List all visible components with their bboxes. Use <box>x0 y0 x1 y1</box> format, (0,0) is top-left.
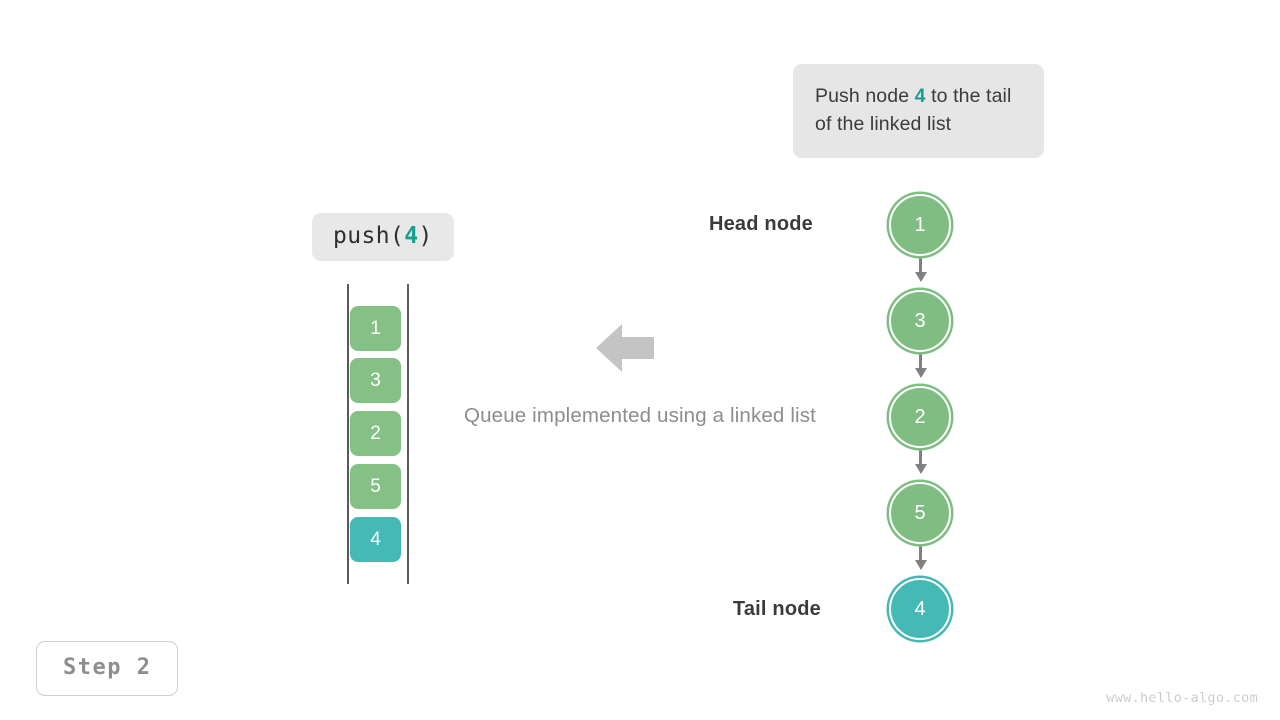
queue-column: 1 3 2 5 4 <box>330 284 426 584</box>
link-arrow-icon <box>914 352 927 378</box>
queue-item: 5 <box>350 464 401 509</box>
queue-item-value: 1 <box>370 317 381 339</box>
list-node-value: 1 <box>914 213 926 236</box>
list-node: 5 <box>889 482 951 544</box>
operation-name: push( <box>333 223 405 249</box>
queue-item-value: 4 <box>370 528 381 550</box>
queue-item: 1 <box>350 306 401 351</box>
queue-rail-left <box>347 284 349 584</box>
list-node-value: 4 <box>914 597 926 620</box>
callout-text-suffix: to the tail of the linked list <box>815 85 1012 135</box>
step-badge: Step 2 <box>36 641 179 696</box>
list-node-value: 2 <box>914 405 926 428</box>
list-node: 2 <box>889 386 951 448</box>
queue-item-value: 5 <box>370 475 381 497</box>
left-arrow-icon <box>596 322 654 374</box>
operation-chip: push(4) <box>312 213 454 261</box>
operation-argument: 4 <box>404 223 419 249</box>
list-node-value: 3 <box>914 309 926 332</box>
tail-node-label: Tail node <box>732 598 821 620</box>
link-arrow-icon <box>914 544 927 570</box>
link-arrow-icon <box>914 448 927 474</box>
queue-item-new: 4 <box>350 517 401 562</box>
queue-item-value: 2 <box>370 422 381 444</box>
list-node: 3 <box>889 290 951 352</box>
queue-rail-right <box>407 284 409 584</box>
link-arrow-icon <box>914 256 927 282</box>
list-node-value: 5 <box>914 501 926 524</box>
list-node: 1 <box>889 194 951 256</box>
operation-close-paren: ) <box>418 223 433 249</box>
callout-text-prefix: Push node <box>815 85 915 107</box>
callout-highlight-value: 4 <box>914 85 926 107</box>
watermark: www.hello-algo.com <box>1106 690 1258 706</box>
queue-item-value: 3 <box>370 369 381 391</box>
diagram-caption: Queue implemented using a linked list <box>464 404 816 427</box>
head-node-label: Head node <box>708 213 813 235</box>
queue-item: 3 <box>350 358 401 403</box>
linked-list: 1 3 2 5 4 <box>860 186 990 646</box>
queue-item: 2 <box>350 411 401 456</box>
description-callout: Push node 4 to the tail of the linked li… <box>793 64 1044 159</box>
list-node-new: 4 <box>889 578 951 640</box>
